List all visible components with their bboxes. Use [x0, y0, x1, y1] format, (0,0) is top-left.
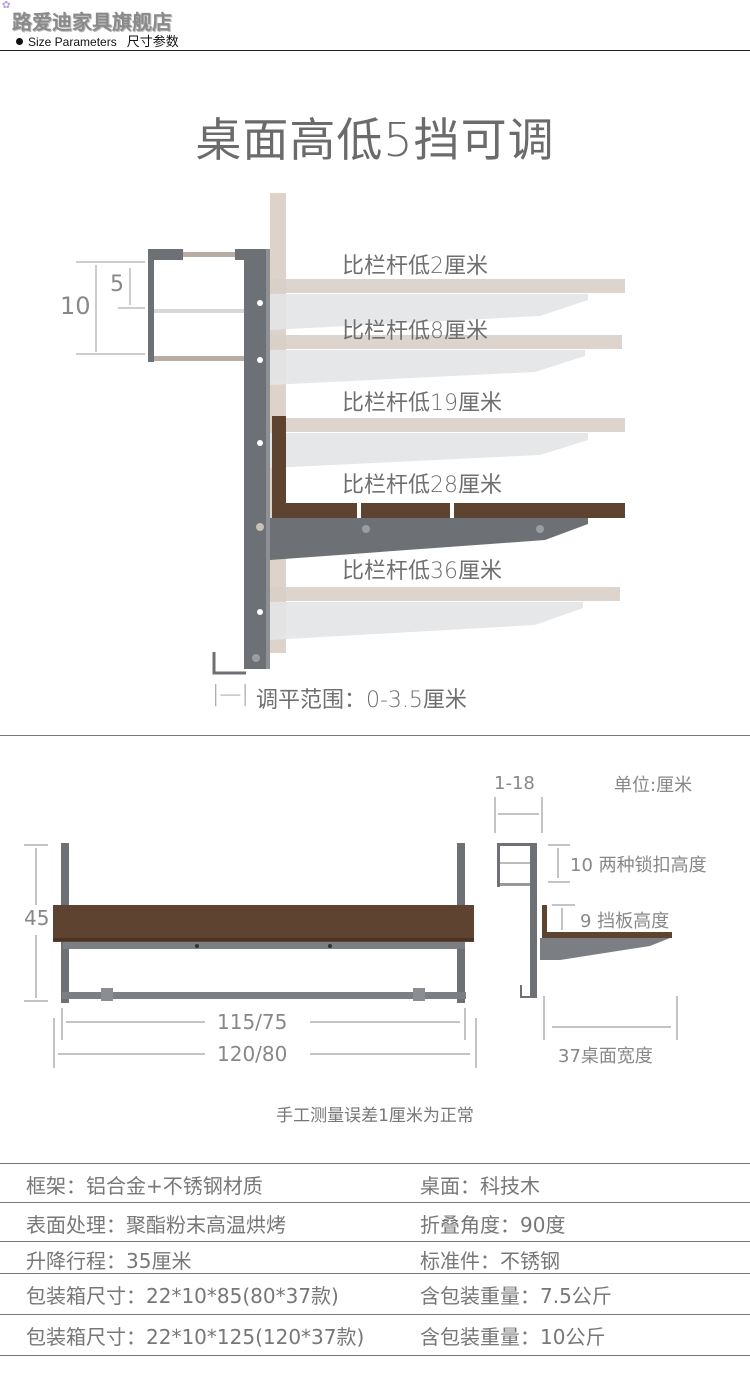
- shelf-ghost-2cm: [270, 279, 625, 330]
- railing-outer-dim: 10: [60, 292, 91, 320]
- spec-cell: 标准件：不锈钢: [420, 1249, 560, 1273]
- shelf-ghost-36cm: [270, 587, 620, 640]
- outer-width-dim: 120/80: [217, 1042, 288, 1066]
- bottom-hook: [212, 652, 246, 675]
- unit-label: 单位:厘米: [614, 775, 693, 796]
- height-adjust-diagram: [76, 193, 625, 675]
- spec-row: 包装箱尺寸：22*10*125(120*37款) 含包装重量：10公斤: [0, 1314, 750, 1356]
- section-label-en: Size Parameters: [28, 35, 117, 49]
- spec-cell: 含包装重量：10公斤: [420, 1325, 606, 1349]
- spec-cell: 升降行程：35厘米: [26, 1249, 192, 1273]
- front-view: [24, 843, 477, 1068]
- leveling-icon: |—|: [212, 682, 249, 707]
- diagram-title: 桌面高低5挡可调: [195, 113, 555, 167]
- measurement-note: 手工测量误差1厘米为正常: [276, 1106, 474, 1126]
- bullet-icon: [16, 38, 23, 45]
- shelf-active-28cm: [270, 416, 625, 560]
- spec-row: 升降行程：35厘米 标准件：不锈钢: [0, 1241, 750, 1273]
- leveling-range-text: 调平范围：0-3.5厘米: [256, 688, 467, 713]
- position-label-5: 比栏杆低36厘米: [342, 559, 502, 584]
- position-label-1: 比栏杆低2厘米: [342, 254, 488, 279]
- spec-table: 框架：铝合金+不锈钢材质 桌面：科技木 表面处理：聚酯粉末高温烘烤 折叠角度：9…: [0, 1163, 750, 1356]
- vertical-post: [244, 249, 268, 669]
- section-divider: [0, 735, 750, 736]
- spec-cell: 折叠角度：90度: [420, 1213, 566, 1237]
- railing-inner-dim: 5: [110, 272, 124, 297]
- side-view: [494, 797, 678, 1040]
- section-label: Size Parameters 尺寸参数: [16, 31, 179, 50]
- shelf-ghost-19cm: [270, 418, 625, 468]
- logo-decoration-icon: ✿: [2, 0, 11, 11]
- inner-width-dim: 115/75: [217, 1010, 288, 1034]
- position-label-2: 比栏杆低8厘米: [342, 319, 488, 344]
- spec-row: 表面处理：聚酯粉末高温烘烤 折叠角度：90度: [0, 1202, 750, 1241]
- spec-cell: 含包装重量：7.5公斤: [420, 1284, 612, 1308]
- store-name: 路爱迪家具旗舰店: [12, 10, 172, 34]
- spec-row: 包装箱尺寸：22*10*85(80*37款) 含包装重量：7.5公斤: [0, 1273, 750, 1314]
- section-label-cn: 尺寸参数: [126, 34, 179, 49]
- baffle-height-dim: 9 挡板高度: [580, 911, 670, 932]
- spec-cell: 包装箱尺寸：22*10*85(80*37款): [26, 1284, 339, 1308]
- position-label-4: 比栏杆低28厘米: [342, 473, 502, 498]
- position-label-3: 比栏杆低19厘米: [342, 391, 502, 416]
- depth-dim: 37桌面宽度: [558, 1046, 653, 1067]
- spec-cell: 包装箱尺寸：22*10*125(120*37款): [26, 1325, 365, 1349]
- header-divider: [0, 50, 750, 51]
- spec-cell: 桌面：科技木: [420, 1174, 540, 1198]
- spec-row: 框架：铝合金+不锈钢材质 桌面：科技木: [0, 1163, 750, 1202]
- shelf-ghost-8cm: [270, 335, 622, 385]
- spec-cell: 框架：铝合金+不锈钢材质: [26, 1174, 263, 1198]
- height-dim: 45: [24, 906, 50, 930]
- lock-height-dim: 10 两种锁扣高度: [570, 855, 707, 876]
- spec-cell: 表面处理：聚酯粉末高温烘烤: [26, 1213, 286, 1237]
- clamp-range-dim: 1-18: [494, 773, 535, 794]
